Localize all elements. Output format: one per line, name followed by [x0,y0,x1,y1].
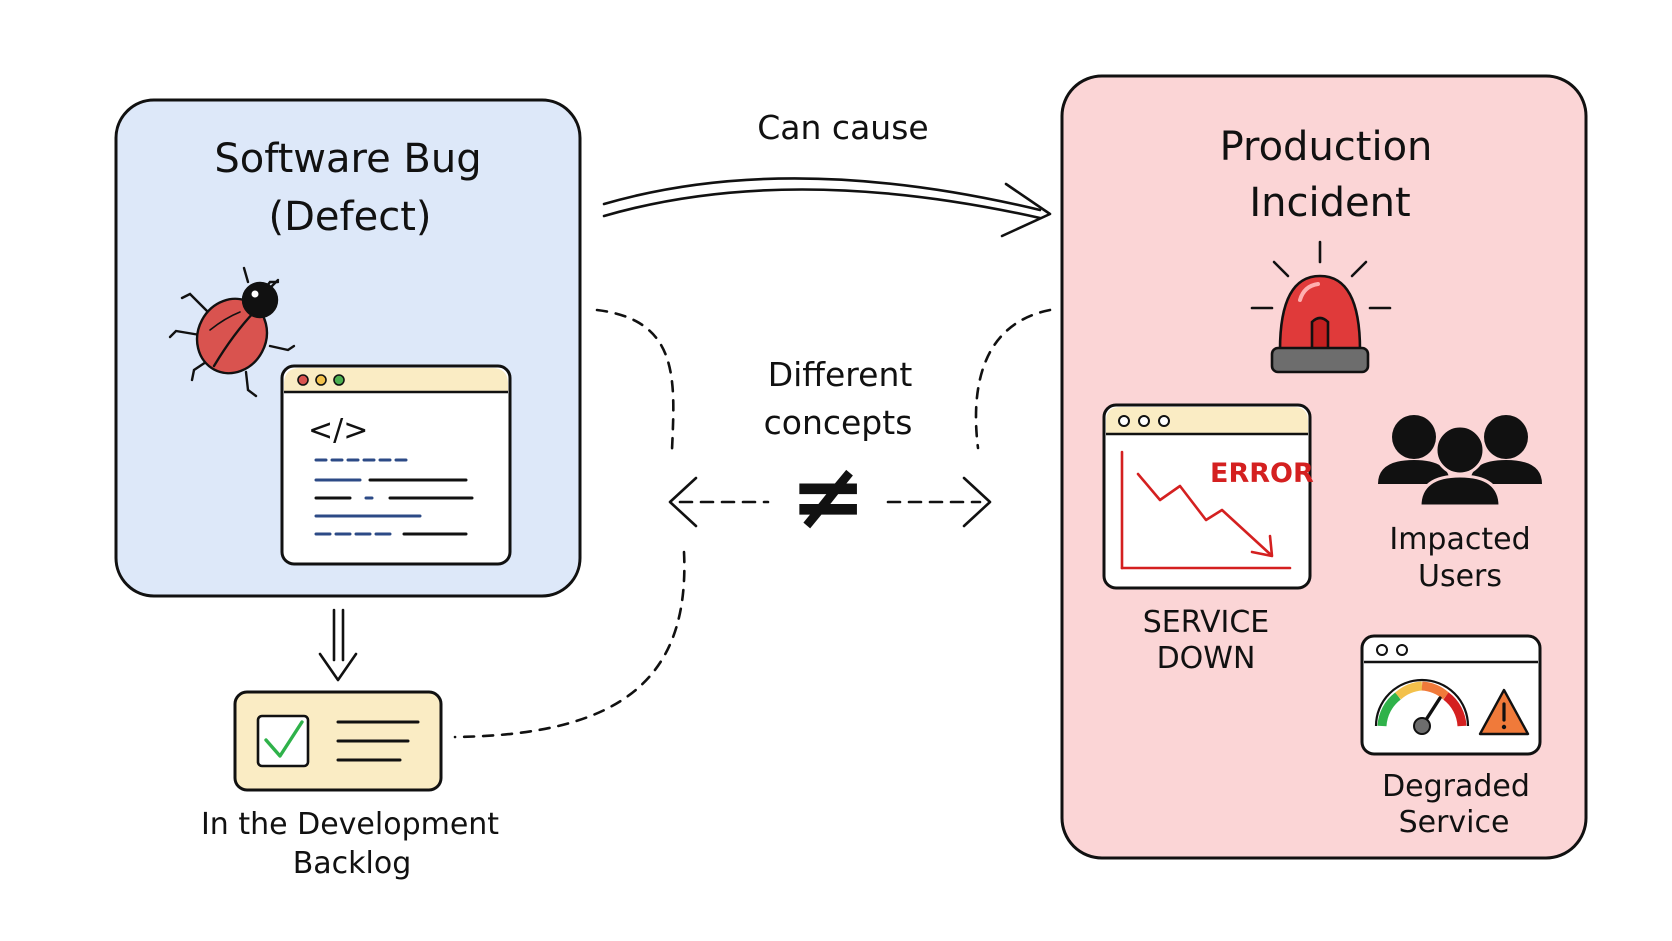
dashed-connector-curves [453,308,1052,739]
different-label-line2: concepts [764,403,913,442]
backlog-label-line2: Backlog [293,846,412,881]
bug-title-line1: Software Bug [214,136,481,182]
error-label: ERROR [1210,458,1314,489]
impacted-users-line2: Users [1418,559,1502,594]
siren-icon [1250,240,1392,374]
different-label-line1: Different [768,355,913,394]
backlog-card-icon [233,690,443,792]
incident-title-line1: Production [1220,124,1433,170]
can-cause-label: Can cause [757,108,928,147]
incident-title-line2: Incident [1249,180,1410,226]
impacted-users-line1: Impacted [1389,522,1530,557]
software-bug-panel: Software Bug (Defect) </> [114,98,582,598]
backlog-label-line1: In the Development [201,807,499,842]
users-icon [1378,415,1542,508]
not-equal-symbol: ≠ [789,443,866,550]
bug-title-line2: (Defect) [269,194,432,240]
error-chart-window-icon: ERROR [1102,403,1314,590]
degraded-service-line2: Service [1399,805,1510,840]
bug-icon [168,266,296,398]
code-glyph: </> [308,413,368,448]
service-down-line1: SERVICE [1143,605,1269,640]
dashed-arrowheads [668,476,992,528]
code-window-icon: </> [280,364,512,566]
down-double-arrow [318,608,358,682]
gauge-warning-window-icon [1360,634,1542,756]
degraded-service-line1: Degraded [1382,769,1530,804]
can-cause-arrow [602,177,1052,238]
checkmark-icon [264,720,304,758]
service-down-line2: DOWN [1157,641,1256,676]
production-incident-panel: Production Incident ERROR [1060,74,1588,860]
